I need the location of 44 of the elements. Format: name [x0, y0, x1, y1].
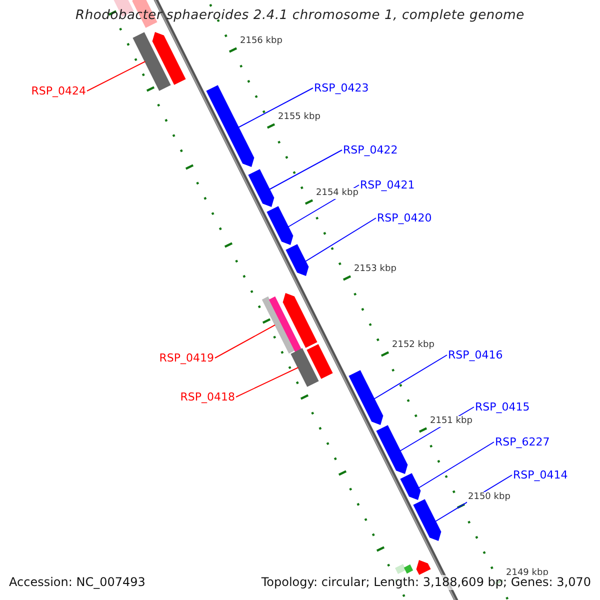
scale-label: 2154 kbp: [315, 188, 360, 199]
leader-line: [418, 442, 494, 488]
scale-label: 2150 kbp: [467, 492, 512, 503]
gene-label: RSP_6227: [495, 436, 550, 448]
gene-label: RSP_0418: [180, 390, 235, 404]
scale-label: 2153 kbp: [353, 264, 398, 275]
gene-block: [400, 473, 421, 500]
gene-block: [290, 348, 319, 387]
gene-block: [348, 370, 384, 425]
gene-block: [282, 293, 318, 348]
gene-label: RSP_0416: [448, 348, 503, 362]
footer-text: Accession: NC_007493: [9, 575, 146, 590]
leader-line: [214, 324, 276, 358]
leader-line: [268, 150, 342, 190]
gene-block: [248, 169, 274, 207]
scale-label: 2152 kbp: [391, 340, 436, 351]
gene-label: RSP_0419: [159, 352, 214, 364]
scale-label: 2156 kbp: [239, 36, 284, 47]
gene-block: [286, 244, 309, 276]
gene-block: [306, 344, 333, 379]
leader-line: [304, 218, 376, 262]
gene-block: [266, 206, 294, 245]
scale-label: 2151 kbp: [429, 416, 474, 427]
gene-block: [376, 425, 408, 474]
gene-label: RSP_0423: [314, 82, 369, 94]
gene-block: [152, 32, 186, 85]
gene-label: RSP_0415: [475, 400, 530, 414]
leader-line: [238, 88, 314, 128]
leader-line: [374, 354, 448, 400]
gene-label: RSP_0414: [513, 468, 568, 482]
gene-block: [206, 85, 254, 167]
gene-block: [132, 32, 171, 91]
footer-text: Topology: circular; Length: 3,188,609 bp; Genes: 3,070: [261, 575, 591, 590]
gene-label: RSP_0422: [343, 144, 398, 156]
gene-block: [413, 499, 442, 541]
scale-label: 2155 kbp: [277, 112, 322, 123]
gene-label: RSP_0424: [31, 84, 86, 98]
leader-line: [236, 367, 299, 398]
gene-block: [395, 564, 414, 574]
gene-label: RSP_0420: [377, 212, 432, 224]
leader-line: [86, 61, 146, 92]
gene-block: [262, 296, 302, 354]
title: Rhodobacter sphaeroides 2.4.1 chromosome 1, complete genome: [74, 8, 526, 23]
gene-label: RSP_0421: [360, 178, 415, 192]
